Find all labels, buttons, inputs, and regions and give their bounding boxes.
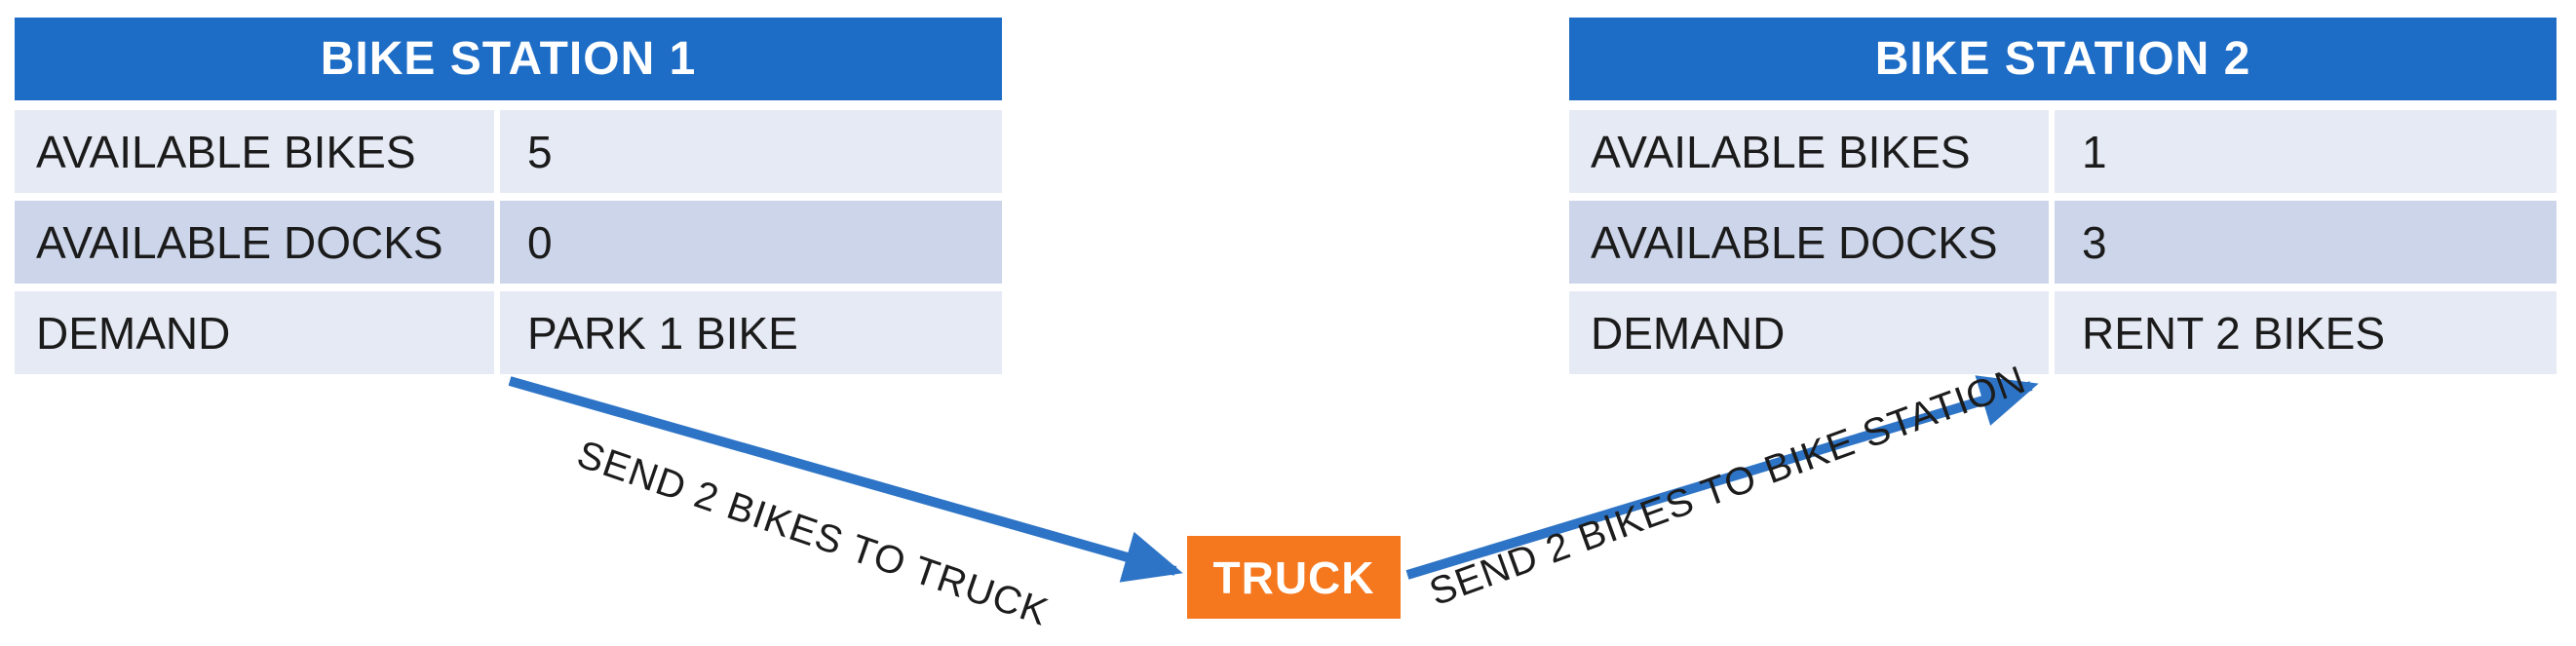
station-2-row-available-docks: AVAILABLE DOCKS 3: [1569, 201, 2557, 284]
row-value: RENT 2 BIKES: [2055, 291, 2557, 374]
bike-station-1-table: BIKE STATION 1 AVAILABLE BIKES 5 AVAILAB…: [15, 18, 1002, 382]
truck-node: TRUCK: [1187, 536, 1401, 619]
row-label: AVAILABLE BIKES: [1569, 110, 2049, 193]
arrow-label-send-to-truck: SEND 2 BIKES TO TRUCK: [571, 433, 1055, 634]
station-2-row-demand: DEMAND RENT 2 BIKES: [1569, 291, 2557, 374]
row-label: DEMAND: [1569, 291, 2049, 374]
station-2-header: BIKE STATION 2: [1569, 18, 2557, 100]
station-1-row-available-bikes: AVAILABLE BIKES 5: [15, 110, 1002, 193]
row-value: 5: [500, 110, 1002, 193]
row-label: AVAILABLE BIKES: [15, 110, 494, 193]
station-1-row-available-docks: AVAILABLE DOCKS 0: [15, 201, 1002, 284]
row-value: PARK 1 BIKE: [500, 291, 1002, 374]
row-value: 3: [2055, 201, 2557, 284]
arrow-label-send-to-station: SEND 2 BIKES TO BIKE STATION: [1424, 358, 2032, 615]
bike-station-2-table: BIKE STATION 2 AVAILABLE BIKES 1 AVAILAB…: [1569, 18, 2557, 382]
station-1-row-demand: DEMAND PARK 1 BIKE: [15, 291, 1002, 374]
row-label: AVAILABLE DOCKS: [1569, 201, 2049, 284]
station-2-row-available-bikes: AVAILABLE BIKES 1: [1569, 110, 2557, 193]
row-value: 0: [500, 201, 1002, 284]
row-label: DEMAND: [15, 291, 494, 374]
row-label: AVAILABLE DOCKS: [15, 201, 494, 284]
station-1-header: BIKE STATION 1: [15, 18, 1002, 100]
row-value: 1: [2055, 110, 2557, 193]
